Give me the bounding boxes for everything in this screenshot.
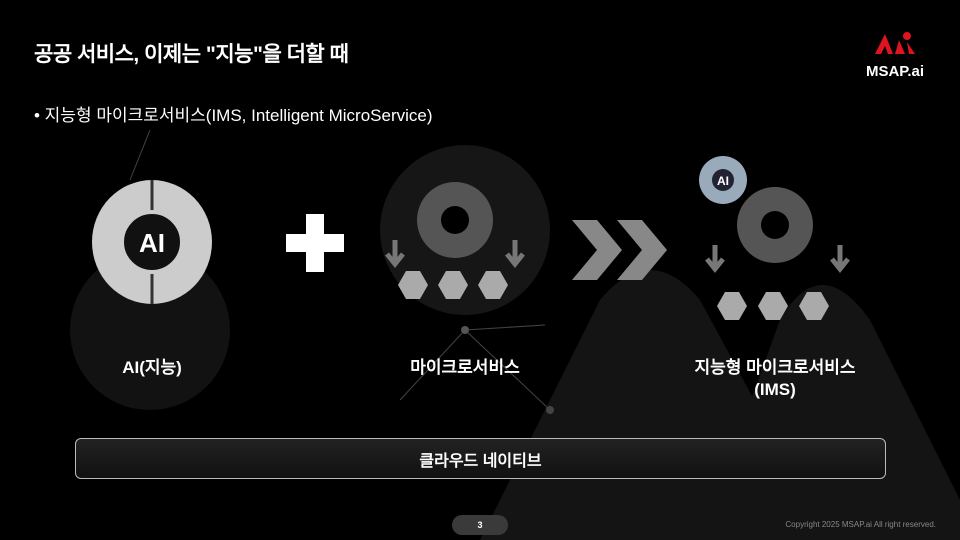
cloud-native-banner: 클라우드 네이티브 xyxy=(75,438,886,479)
ims-label: 지능형 마이크로서비스 (IMS) xyxy=(680,357,870,401)
page-title: 공공 서비스, 이제는 "지능"을 더할 때 xyxy=(34,43,349,66)
plus-icon xyxy=(286,214,344,272)
msap-logo-icon xyxy=(875,32,915,54)
page-number: 3 xyxy=(452,515,508,535)
ai-brain-icon: AI xyxy=(92,180,212,304)
ims-label-line1: 지능형 마이크로서비스 xyxy=(694,358,856,377)
cloud-native-label: 클라우드 네이티브 xyxy=(419,452,542,470)
logo-text: MSAP.ai xyxy=(865,63,925,80)
logo: MSAP.ai xyxy=(850,30,940,80)
microservice-label: 마이크로서비스 xyxy=(410,358,520,377)
microservice-gear-icon xyxy=(385,182,525,299)
bullet-text: • 지능형 마이크로서비스(IMS, Intelligent MicroServ… xyxy=(34,106,433,125)
ims-ai-icon-text: AI xyxy=(717,174,729,188)
ims-label-line2: (IMS) xyxy=(754,380,796,399)
ims-icon: AI xyxy=(699,156,850,320)
ai-label: AI(지능) xyxy=(122,358,182,377)
copyright: Copyright 2025 MSAP.ai All right reserve… xyxy=(785,520,936,529)
double-arrow-icon xyxy=(572,220,667,280)
ai-icon-text: AI xyxy=(139,228,165,258)
